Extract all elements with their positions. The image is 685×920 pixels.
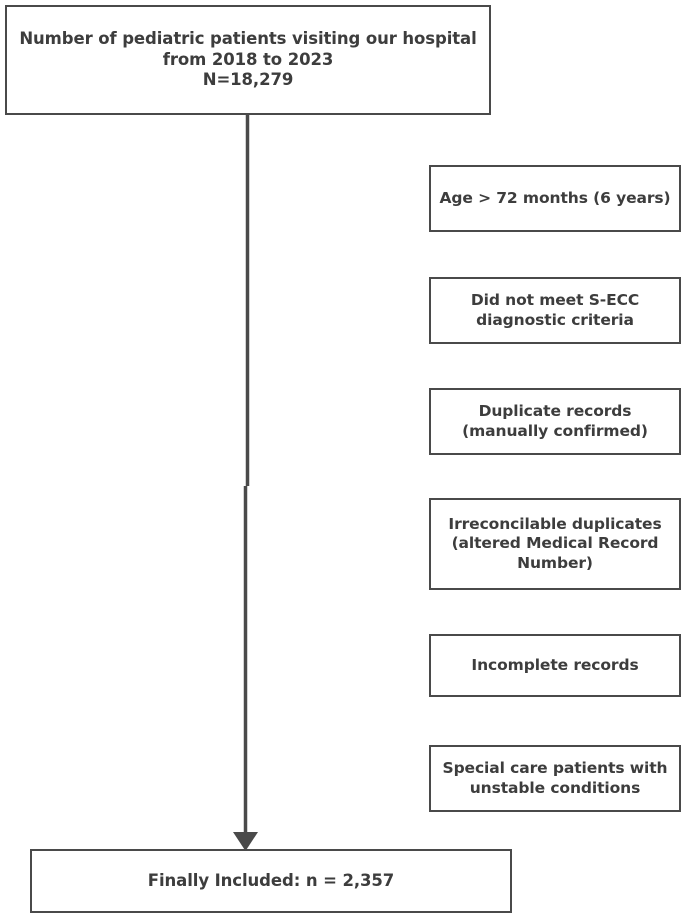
exclusion-label-age: Age > 72 months (6 years) [439, 188, 671, 207]
exclusion-box-incomplete-records: Incomplete records [429, 634, 681, 697]
exclusion-box-irreconcilable-duplicates: Irreconcilable duplicates (altered Medic… [429, 498, 681, 590]
exclusion-label-incomplete-records: Incomplete records [471, 655, 639, 674]
exclusion-box-special-care-patients: Special care patients with unstable cond… [429, 745, 681, 812]
exclusion-box-age: Age > 72 months (6 years) [429, 165, 681, 232]
final-included-label: Finally Included: n = 2,357 [147, 870, 395, 890]
exclusion-label-special-care-patients: Special care patients with unstable cond… [442, 758, 668, 797]
final-included-box: Finally Included: n = 2,357 [30, 849, 512, 913]
exclusion-label-irreconcilable-duplicates: Irreconcilable duplicates (altered Medic… [448, 514, 662, 572]
exclusion-box-duplicate-records: Duplicate records (manually confirmed) [429, 388, 681, 455]
exclusion-label-duplicate-records: Duplicate records (manually confirmed) [462, 401, 648, 440]
source-population-label: Number of pediatric patients visiting ou… [19, 28, 477, 90]
source-population-box: Number of pediatric patients visiting ou… [5, 5, 491, 115]
exclusion-box-secc-criteria: Did not meet S-ECC diagnostic criteria [429, 277, 681, 344]
exclusion-label-secc-criteria: Did not meet S-ECC diagnostic criteria [470, 290, 640, 329]
